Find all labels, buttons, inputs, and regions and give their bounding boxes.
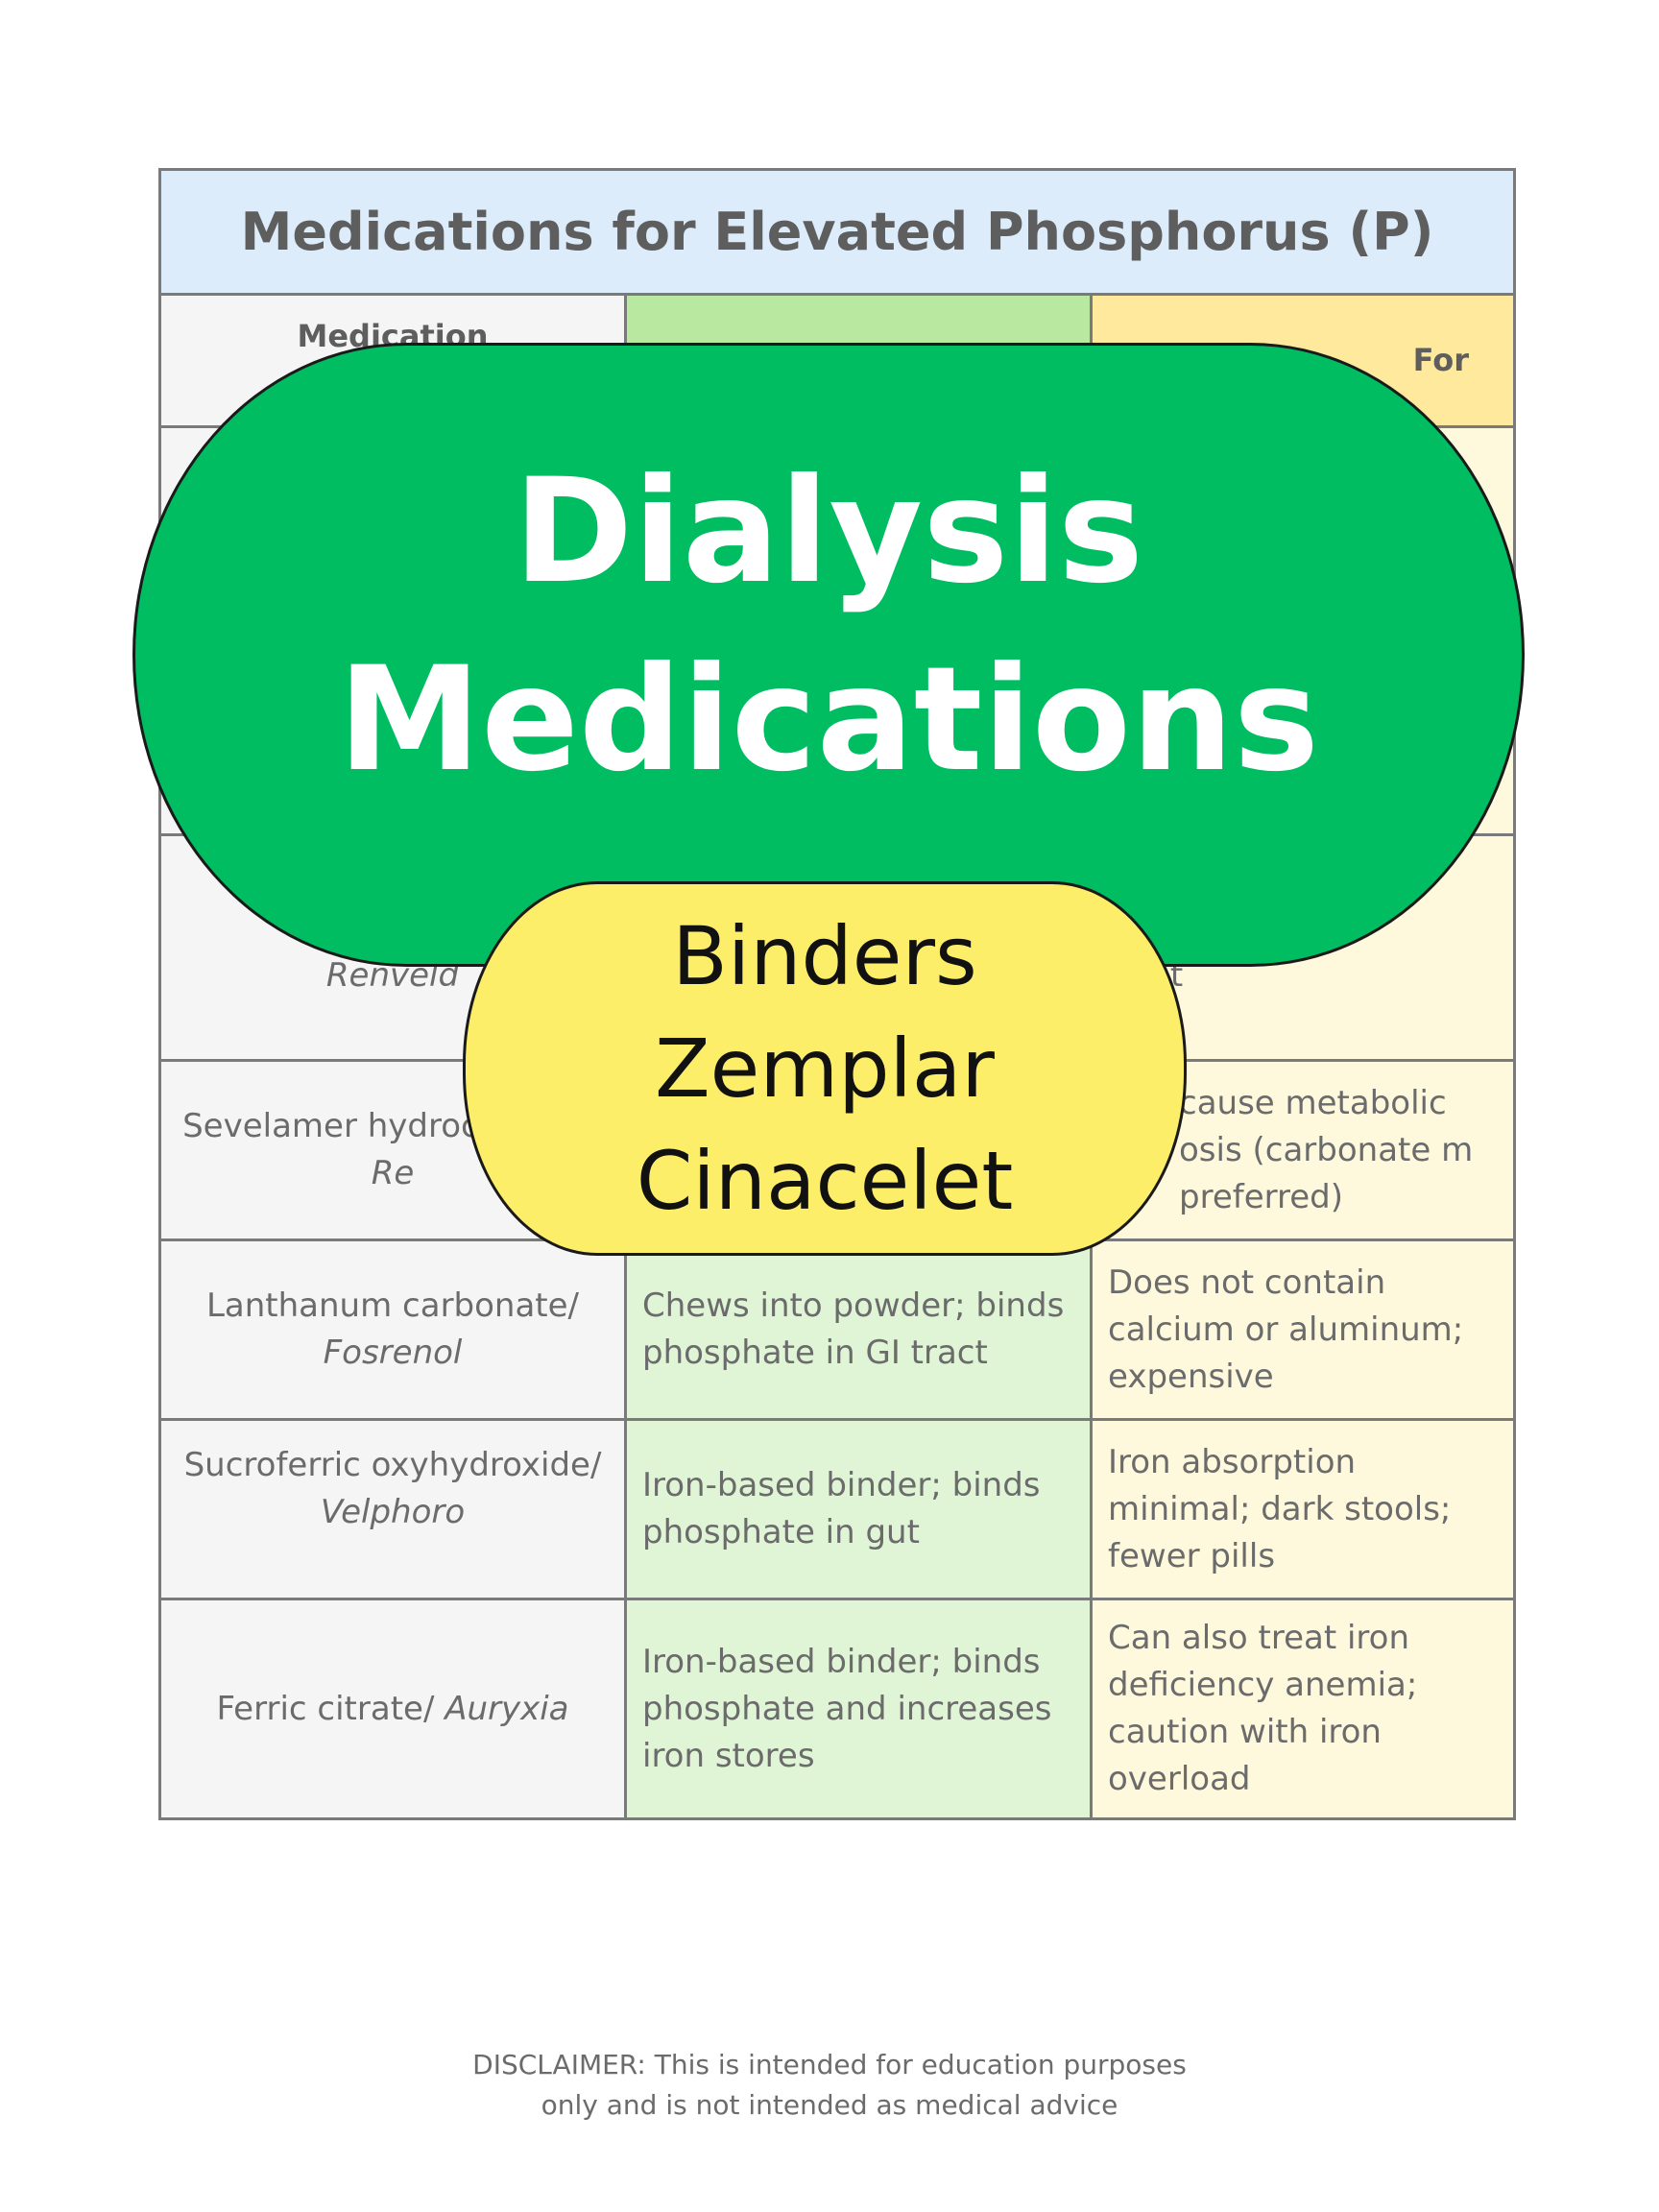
topic-binders: Binders (672, 908, 977, 1003)
disclaimer: DISCLAIMER: This is intended for educati… (349, 2045, 1310, 2126)
disclaimer-line-1: DISCLAIMER: This is intended for educati… (472, 2049, 1187, 2080)
dialysis-medications-badge: Dialysis Medications (132, 343, 1525, 967)
badge-title-line-1: Dialysis (513, 448, 1144, 615)
notes-cell: cause metabolic osis (carbonate m prefer… (1093, 1062, 1513, 1238)
mechanism-cell: Chews into powder; binds phosphate in GI… (627, 1241, 1093, 1418)
topic-cinacelet: Cinacelet (636, 1133, 1014, 1228)
table-row: Ferric citrate/ Auryxia Iron-based binde… (161, 1600, 1513, 1817)
topics-badge: Binders Zemplar Cinacelet (463, 881, 1187, 1256)
table-row: Sucroferric oxyhydroxide/ Velphoro Iron-… (161, 1421, 1513, 1600)
mechanism-cell: Iron-based binder; binds phosphate and i… (627, 1600, 1093, 1817)
notes-cell: Iron absorption minimal; dark stools; fe… (1093, 1421, 1513, 1598)
table-title: Medications for Elevated Phosphorus (P) (161, 171, 1513, 296)
medication-cell: Sucroferric oxyhydroxide/ Velphoro (161, 1421, 627, 1598)
medication-cell: Lanthanum carbonate/ Fosrenol (161, 1241, 627, 1418)
badge-title-line-2: Medications (337, 637, 1320, 804)
topic-zemplar: Zemplar (655, 1021, 995, 1116)
disclaimer-line-2: only and is not intended as medical advi… (541, 2089, 1118, 2121)
notes-cell: Does not contain calcium or aluminum; ex… (1093, 1241, 1513, 1418)
medication-cell: Ferric citrate/ Auryxia (161, 1600, 627, 1817)
notes-cell: Can also treat iron deficiency anemia; c… (1093, 1600, 1513, 1817)
table-row: Lanthanum carbonate/ Fosrenol Chews into… (161, 1241, 1513, 1421)
mechanism-cell: Iron-based binder; binds phosphate in gu… (627, 1421, 1093, 1598)
